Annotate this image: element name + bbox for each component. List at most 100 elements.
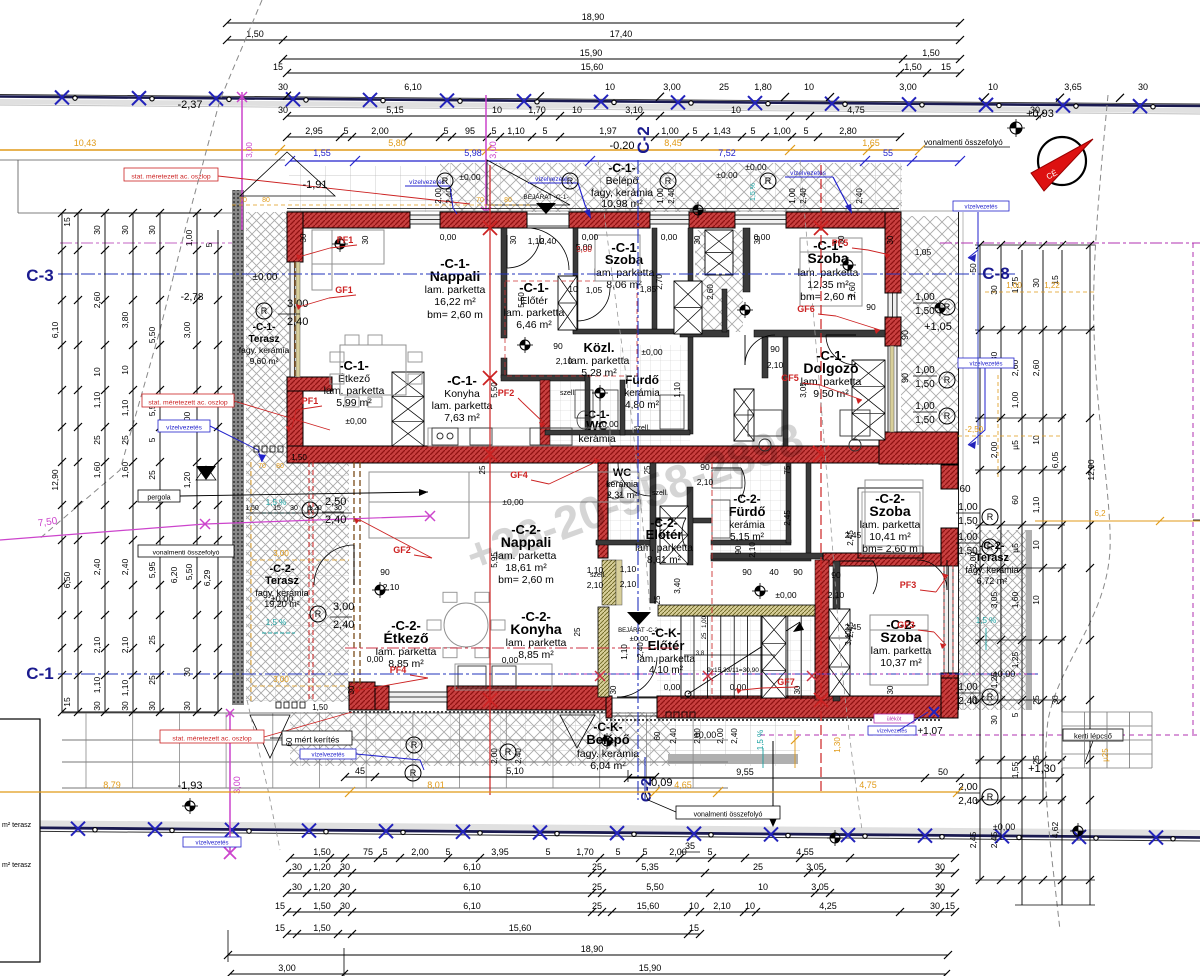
svg-text:4,55: 4,55: [796, 847, 814, 857]
svg-text:1,50: 1,50: [958, 546, 978, 557]
svg-text:1,55: 1,55: [313, 148, 331, 158]
svg-text:2,00: 2,00: [411, 847, 429, 857]
svg-text:5,50: 5,50: [147, 326, 157, 343]
svg-text:5: 5: [204, 242, 214, 247]
svg-text:1,55: 1,55: [1010, 761, 1020, 778]
svg-text:5,00: 5,00: [576, 242, 593, 252]
svg-text:5,80: 5,80: [388, 138, 406, 148]
svg-text:30: 30: [340, 862, 350, 872]
svg-text:-C-1-: -C-1-: [447, 373, 477, 388]
svg-text:GF5: GF5: [781, 373, 799, 383]
svg-text:fagy. kerámia: fagy. kerámia: [239, 345, 290, 355]
svg-text:Szoba: Szoba: [880, 629, 921, 645]
svg-text:5,10: 5,10: [506, 766, 524, 776]
svg-text:6,10: 6,10: [50, 321, 60, 338]
svg-text:3,05: 3,05: [799, 382, 808, 398]
svg-text:25: 25: [1031, 695, 1041, 705]
svg-text:vízelvezetés: vízelvezetés: [195, 841, 228, 847]
svg-text:C-3: C-3: [26, 266, 53, 285]
svg-text:R: R: [307, 505, 314, 515]
svg-text:60: 60: [959, 484, 971, 495]
svg-text:30: 30: [147, 225, 157, 235]
svg-text:1,20: 1,20: [308, 505, 322, 512]
svg-text:25: 25: [592, 862, 602, 872]
svg-text:Konyha: Konyha: [510, 621, 562, 637]
svg-text:1,00: 1,00: [656, 188, 665, 204]
svg-text:1,5 %: 1,5 %: [756, 730, 765, 750]
svg-text:m² terasz: m² terasz: [2, 822, 32, 829]
svg-text:15: 15: [689, 923, 699, 933]
svg-text:6,04 m²: 6,04 m²: [590, 760, 626, 772]
svg-text:30: 30: [120, 701, 130, 711]
svg-text:µ5: µ5: [1010, 543, 1020, 553]
svg-text:30: 30: [753, 235, 762, 244]
svg-text:1,10: 1,10: [92, 676, 102, 693]
svg-text:±0,00: ±0,00: [775, 590, 796, 600]
svg-text:2,45: 2,45: [968, 831, 978, 848]
svg-text:szell.: szell.: [652, 490, 668, 497]
svg-text:1,00: 1,00: [661, 126, 679, 136]
svg-text:55: 55: [883, 148, 893, 158]
svg-text:1,50: 1,50: [958, 516, 978, 527]
svg-text:10: 10: [1031, 540, 1041, 550]
svg-text:30: 30: [989, 285, 999, 295]
svg-text:30: 30: [886, 685, 895, 694]
svg-text:17,40: 17,40: [610, 29, 633, 39]
svg-text:10: 10: [745, 901, 755, 911]
svg-text:2,40: 2,40: [958, 796, 978, 807]
svg-text:Étkező: Étkező: [383, 630, 428, 646]
svg-text:0,00: 0,00: [730, 682, 747, 692]
svg-text:-2,78: -2,78: [181, 292, 204, 303]
svg-text:5: 5: [692, 126, 697, 136]
svg-text:2,40: 2,40: [799, 188, 808, 204]
svg-text:5: 5: [642, 847, 647, 857]
svg-text:±0,00: ±0,00: [345, 416, 366, 426]
svg-text:1,5 %: 1,5 %: [976, 616, 996, 625]
svg-text:30: 30: [793, 685, 802, 694]
svg-text:3,65: 3,65: [1064, 82, 1082, 92]
svg-text:30: 30: [334, 505, 342, 512]
svg-text:15,60: 15,60: [509, 923, 532, 933]
svg-text:5,95: 5,95: [490, 552, 499, 568]
svg-text:1,70: 1,70: [528, 105, 546, 115]
svg-text:1,00: 1,00: [702, 616, 708, 628]
svg-text:1,00: 1,00: [773, 126, 791, 136]
svg-text:2,31 m²: 2,31 m²: [607, 490, 638, 500]
svg-text:25: 25: [147, 470, 157, 480]
svg-text:80: 80: [276, 463, 284, 470]
svg-text:-1,93: -1,93: [177, 780, 202, 792]
svg-text:60: 60: [285, 737, 294, 746]
svg-text:2,80: 2,80: [839, 126, 857, 136]
svg-text:10: 10: [1031, 435, 1041, 445]
svg-text:1,97: 1,97: [599, 126, 617, 136]
svg-text:1,00: 1,00: [915, 292, 935, 303]
svg-text:±0,00: ±0,00: [694, 730, 716, 740]
svg-text:R: R: [315, 609, 322, 619]
svg-text:5: 5: [615, 847, 620, 857]
svg-text:10: 10: [1031, 595, 1041, 605]
svg-text:1,00: 1,00: [958, 502, 978, 513]
svg-text:0,00: 0,00: [754, 232, 771, 242]
svg-text:bm= 2,60 m: bm= 2,60 m: [800, 291, 856, 303]
svg-text:30: 30: [92, 701, 102, 711]
svg-text:±0,00: ±0,00: [271, 594, 293, 604]
svg-text:3,10: 3,10: [625, 105, 643, 115]
svg-text:1,00: 1,00: [958, 532, 978, 543]
svg-text:GF2: GF2: [393, 545, 411, 555]
svg-text:GF4: GF4: [510, 470, 528, 480]
svg-text:30: 30: [299, 233, 308, 242]
svg-text:-2,50: -2,50: [965, 425, 984, 434]
svg-text:1,50: 1,50: [313, 923, 331, 933]
svg-text:90: 90: [700, 462, 710, 472]
svg-text:Étkező: Étkező: [338, 372, 370, 385]
svg-text:1,20: 1,20: [313, 882, 331, 892]
svg-text:±0,00: ±0,00: [993, 669, 1015, 679]
svg-text:10: 10: [988, 82, 998, 92]
svg-text:1,00: 1,00: [1006, 281, 1022, 290]
svg-text:+0,93: +0,93: [1026, 108, 1054, 120]
svg-text:1,50: 1,50: [915, 415, 935, 426]
svg-text:30: 30: [278, 105, 288, 115]
svg-text:18,90: 18,90: [582, 12, 605, 22]
svg-text:6,20: 6,20: [169, 566, 179, 583]
svg-text:25: 25: [147, 635, 157, 645]
